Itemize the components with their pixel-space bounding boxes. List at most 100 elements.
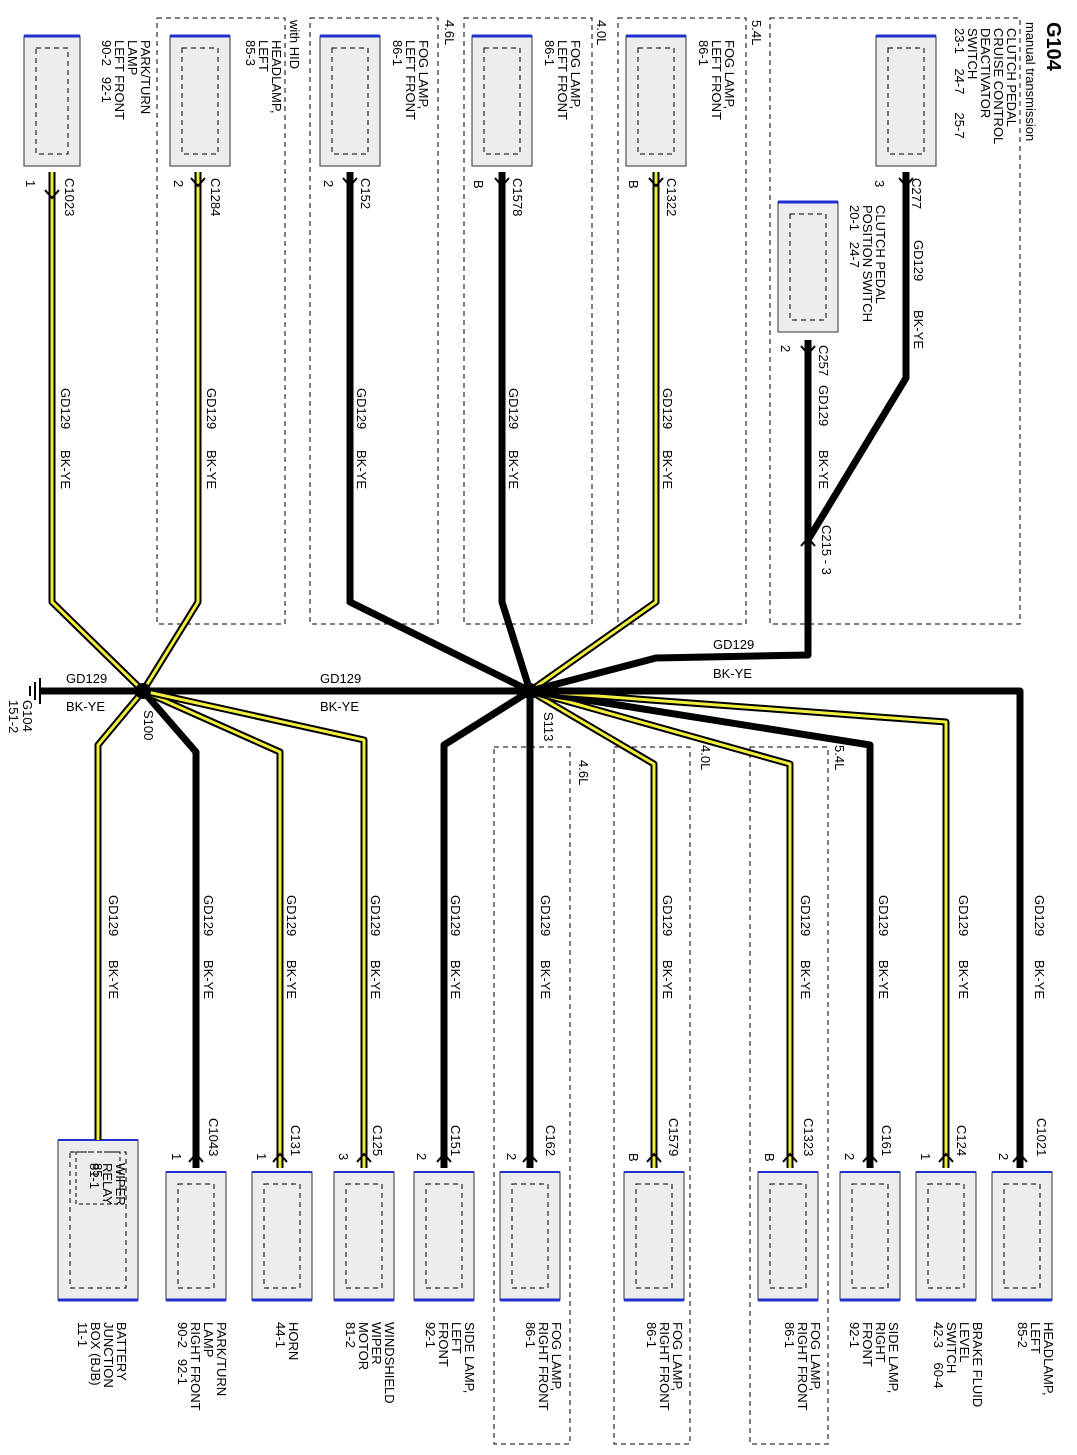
connector-arrow-c277	[898, 177, 914, 188]
component-headlamp-left	[991, 1171, 1053, 1301]
connector-arrow-c215	[800, 536, 816, 547]
component-fog-left-46	[319, 35, 381, 167]
wire-horn-stripe	[142, 689, 282, 1168]
top-variant-1: with HID	[287, 20, 302, 70]
bottom-wire-circuit-0: GD129	[106, 895, 121, 937]
bottom-connector-4: C151	[448, 1125, 463, 1157]
top-component-label-2: FOG LAMP, LEFT FRONT 86-1	[390, 40, 431, 120]
splice-s100-label: S100	[141, 710, 156, 741]
top-pin-0: 1	[23, 180, 38, 188]
bottom-component-label-2: HORN 44-1	[273, 1322, 301, 1361]
clutch-branch-color: BK-YE	[713, 666, 753, 681]
connector-arrow-c1284	[190, 177, 206, 188]
bottom-pin-3: 3	[336, 1153, 351, 1161]
top-component-label-4: FOG LAMP, LEFT FRONT 86-1	[696, 40, 737, 120]
top-component-label-6: CLUTCH PEDAL CRUISE CONTROL DEACTIVATOR …	[952, 28, 1019, 145]
bottom-connector-6: C1579	[666, 1118, 681, 1157]
connector-arrow-bottom-6	[782, 1152, 798, 1163]
top-connector-0: C1023	[62, 178, 77, 217]
component-headlamp-left-hid-inner	[181, 47, 219, 155]
wire-side-lamp-left	[440, 688, 532, 1168]
connector-arrow-bottom-9	[1012, 1152, 1028, 1163]
bottom-wire-circuit-7: GD129	[798, 895, 813, 937]
connector-arrow-c1578	[494, 177, 510, 188]
top-component-label-3: FOG LAMP, LEFT FRONT 86-1	[542, 40, 583, 120]
top-pin-2: 2	[321, 180, 336, 188]
connector-arrow-bottom-3	[436, 1152, 452, 1163]
component-park-turn-left-inner	[35, 47, 69, 155]
bottom-pin-2: 1	[254, 1153, 269, 1161]
component-clutch-cruise-inner	[887, 47, 925, 155]
variant-box-40l-bottom	[613, 746, 691, 1445]
clutch-branch-circuit: GD129	[713, 637, 755, 652]
ground-ref: 151-2	[6, 700, 21, 734]
bottom-wire-color-4: BK-YE	[448, 960, 463, 1000]
component-park-turn-right	[165, 1171, 227, 1301]
bottom-component-label-8: SIDE LAMP, RIGHT FRONT 92-1	[847, 1322, 901, 1394]
bottom-variant-6: 4.0L	[698, 745, 713, 771]
top-wire-color-0: BK-YE	[58, 450, 73, 490]
top-wire-circuit-5: GD129	[816, 385, 831, 427]
bottom-wire-color-0: BK-YE	[106, 960, 121, 1000]
trunk-wire-color-2: BK-YE	[320, 699, 360, 714]
wire-headlamp-left	[530, 687, 1024, 1168]
trunk-wire-circuit-2: GD129	[320, 671, 362, 686]
top-pin-1: 2	[171, 180, 186, 188]
wire-fog-right-40-stripe	[529, 689, 656, 1168]
diagram-code: G104	[1042, 22, 1064, 71]
bottom-component-label-0: BATTERY JUNCTION BOX (BJB) 11-1	[75, 1322, 129, 1388]
bottom-pin-10: 2	[996, 1153, 1011, 1161]
top-wire-circuit-2: GD129	[354, 388, 369, 430]
component-fog-right-54	[757, 1171, 819, 1301]
component-fog-right-54-inner	[769, 1183, 807, 1289]
variant-box-hid	[156, 17, 286, 625]
component-fog-right-40-inner	[635, 1183, 673, 1289]
bottom-pin-8: 2	[842, 1153, 857, 1161]
bottom-wire-color-1: BK-YE	[201, 960, 216, 1000]
top-wire-color-4: BK-YE	[660, 450, 675, 490]
component-wiper-motor	[333, 1171, 395, 1301]
component-clutch-position-inner	[789, 213, 827, 321]
bottom-wire-circuit-10: GD129	[1032, 895, 1047, 937]
bottom-component-label-7: FOG LAMP, RIGHT FRONT 86-1	[782, 1322, 823, 1411]
wiper-relay-box	[75, 1151, 121, 1205]
component-wiper-motor-inner	[345, 1183, 383, 1289]
bottom-component-label-1: PARK/TURN LAMP RIGHT FRONT 90-2 92-1	[175, 1322, 229, 1411]
bottom-pin-1: 1	[169, 1153, 184, 1161]
connector-arrow-bottom-4	[522, 1152, 538, 1163]
component-side-lamp-left	[413, 1171, 475, 1301]
top-wire-circuit-3: GD129	[506, 388, 521, 430]
splice-s100	[135, 683, 151, 699]
top-connector-1: C1284	[208, 178, 223, 217]
component-fog-right-40	[623, 1171, 685, 1301]
bottom-wire-color-7: BK-YE	[798, 960, 813, 1000]
component-fog-left-40-inner	[483, 47, 521, 155]
variant-box-54l-bottom	[749, 746, 829, 1445]
top-pin-4: B	[626, 180, 641, 189]
top-component-label-1: HEADLAMP, LEFT 85-3	[243, 40, 284, 114]
component-side-lamp-left-inner	[425, 1183, 463, 1289]
diagram-subtitle: manual transmission	[1023, 22, 1038, 142]
top-connector-5: C257	[816, 345, 831, 377]
component-horn	[251, 1171, 313, 1301]
top-wire-color-1: BK-YE	[204, 450, 219, 490]
bottom-variant-7: 5.4L	[832, 745, 847, 771]
top-wire-circuit-1: GD129	[204, 388, 219, 430]
bottom-pin-6: B	[626, 1153, 641, 1162]
top-variant-2: 4.6L	[442, 20, 457, 46]
top-wire-color-5: BK-YE	[816, 450, 831, 490]
variant-box-clutch	[769, 17, 1021, 625]
component-side-lamp-right-inner	[851, 1183, 889, 1289]
ground-name: G104	[20, 700, 35, 732]
top-wire-color-3: BK-YE	[506, 450, 521, 490]
bottom-connector-2: C131	[288, 1125, 303, 1157]
connector-arrow-bottom-7	[862, 1152, 878, 1163]
wire-clutch-branch	[529, 540, 812, 695]
bottom-connector-7: C1323	[801, 1118, 816, 1157]
component-headlamp-left-inner	[1003, 1183, 1041, 1289]
bottom-wire-color-9: BK-YE	[956, 960, 971, 1000]
component-clutch-cruise	[875, 35, 937, 167]
bottom-pin-7: B	[762, 1153, 777, 1162]
